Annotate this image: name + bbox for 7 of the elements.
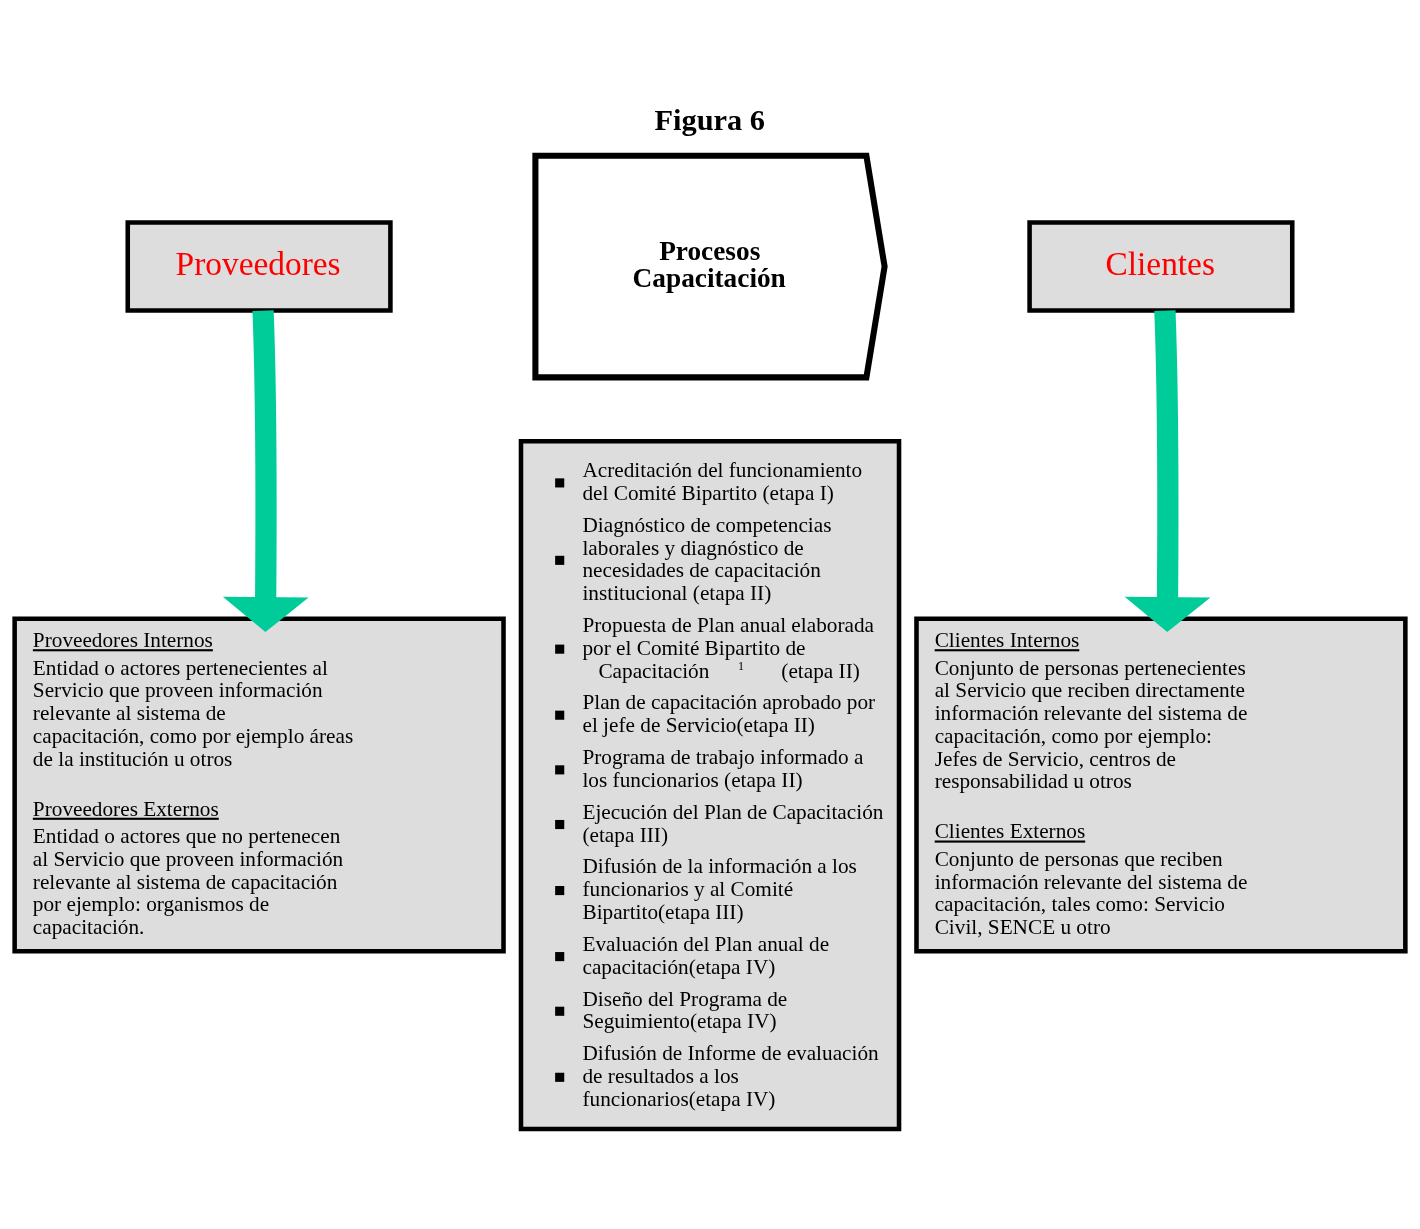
arrow — [222, 309, 309, 632]
node-box: Clientes Internos Conjunto de personas pertenecientes al Servicio que reciben directamente información relevante del sistema de capacitación, como por ejemplo: Jefes de Servicio, centros de responsabilidad u otros Clientes Externos Conjunto de personas que reciben información relevante del sistema de capacitación, tales como: Servicio Civil, SENCE u otro — [914, 616, 1408, 954]
node-box: Clientes — [1027, 219, 1295, 313]
node-box: Proveedores — [125, 219, 393, 313]
arrow — [1124, 309, 1211, 632]
diagram-title: Figura 6 — [654, 102, 766, 137]
node-box: Proveedores Internos Entidad o actores pertenecientes al Servicio que proveen información relevante al sistema de capacitación, como por ejemplo áreas de la institución u otros Proveedores Externos Entidad o actores que no pertenecen al Servicio que proveen información relevante al sistema de capacitación por ejemplo: organismos de capacitación. — [12, 616, 506, 954]
